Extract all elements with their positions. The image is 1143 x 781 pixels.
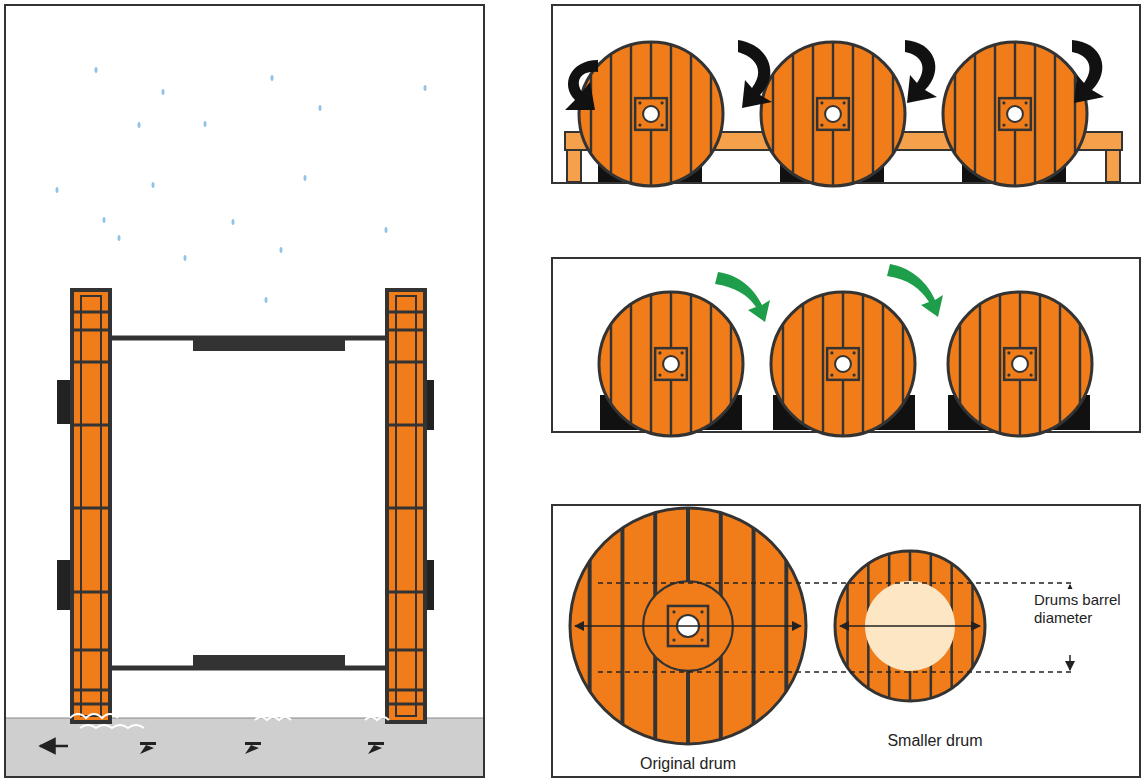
panel-frame (5, 5, 484, 777)
rotation-arrows (565, 40, 1104, 110)
dashed-guide (598, 671, 1075, 673)
cable-drum (599, 292, 743, 436)
cable-drum (579, 42, 723, 186)
cable-drum (771, 292, 915, 436)
cable-drum (943, 42, 1087, 186)
batten (193, 339, 345, 351)
cable-drum (948, 292, 1092, 436)
water-splash (70, 712, 389, 728)
dimension-label: Drums barrel diameter (1032, 589, 1136, 629)
rain-drops (56, 67, 427, 303)
drum-caption: Smaller drum (855, 731, 1015, 750)
panel-frame (552, 505, 1140, 777)
ground (6, 718, 483, 776)
cable-drum (761, 42, 905, 186)
drum-caption: Original drum (608, 754, 768, 773)
flow-arrows (140, 742, 384, 754)
cable-drum (835, 551, 985, 701)
dashed-guide (598, 582, 1075, 584)
roll-arrows (715, 264, 943, 322)
dimension-arrows (575, 585, 1070, 670)
batten (193, 655, 345, 667)
cable-drum (570, 508, 806, 744)
drum-flanges (72, 290, 425, 722)
